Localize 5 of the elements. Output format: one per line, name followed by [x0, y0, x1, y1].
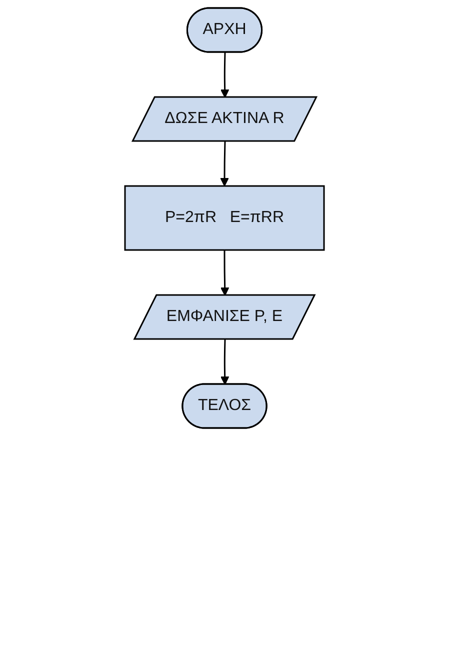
arrow — [220, 250, 230, 296]
arrow — [220, 52, 230, 98]
arrow — [220, 141, 229, 186]
arrow — [220, 339, 230, 385]
node-box: P=2πR E=πRR — [124, 185, 325, 251]
